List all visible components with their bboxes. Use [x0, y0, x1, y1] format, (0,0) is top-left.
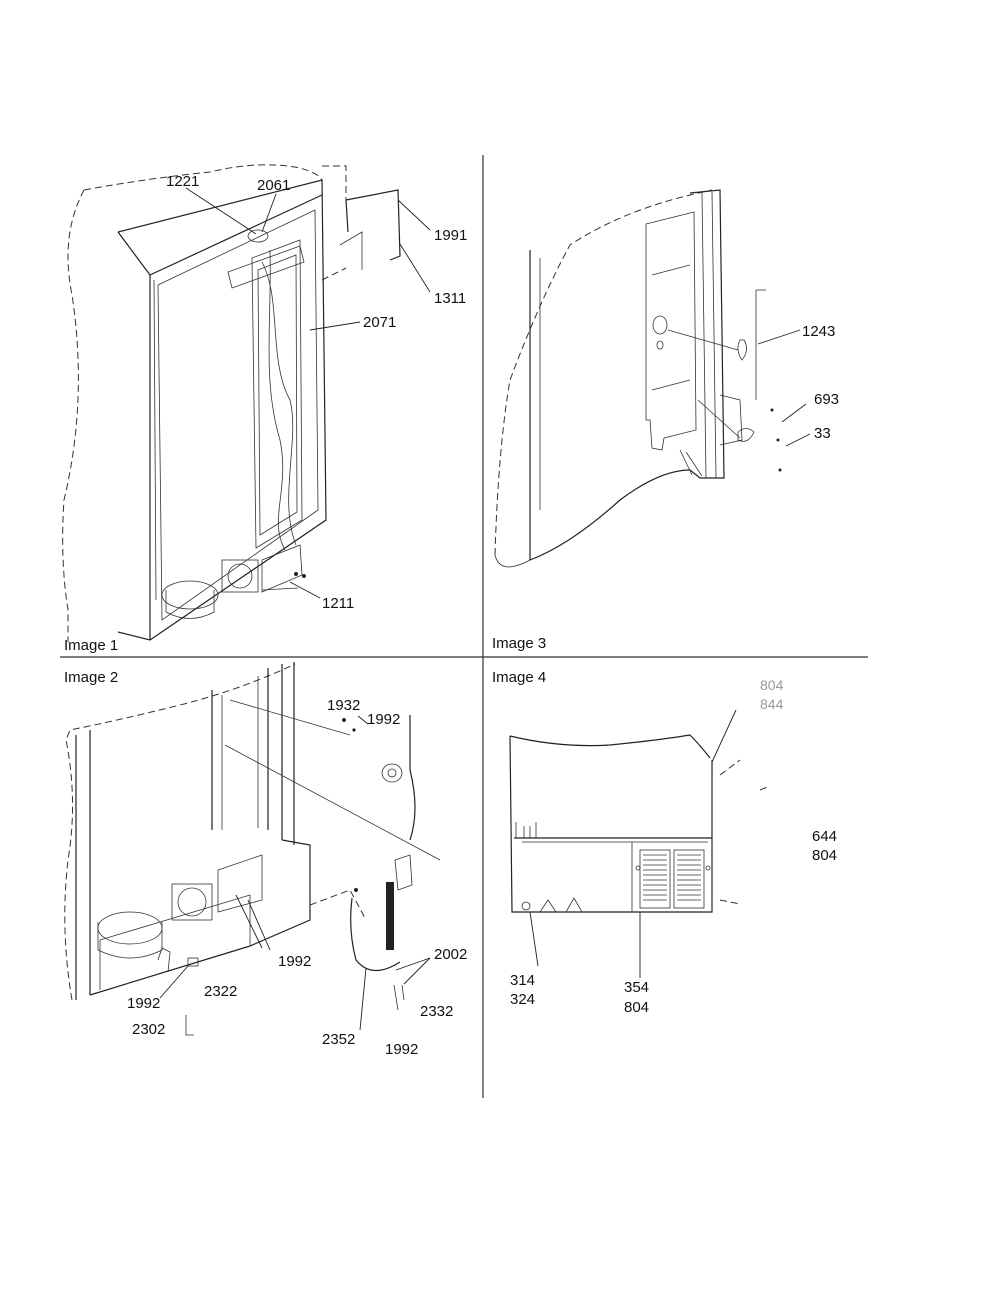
image3-part-label: 1243: [802, 323, 835, 340]
image4-part-label: 354: [624, 979, 649, 996]
image4-part-label: 804: [812, 847, 837, 864]
image2-part-label: 1932: [327, 697, 360, 714]
image1-part-label: 2061: [257, 177, 290, 194]
image2-part-label: 2332: [420, 1003, 453, 1020]
image1-part-label: 1991: [434, 227, 467, 244]
image2-caption: Image 2: [64, 669, 118, 686]
image2-part-label: 1992: [385, 1041, 418, 1058]
image1-part-label: 1311: [434, 290, 466, 307]
image2-part-label: 1992: [367, 711, 400, 728]
image2-part-label: 2322: [204, 983, 237, 1000]
image3-caption: Image 3: [492, 635, 546, 652]
image3-illustration: [494, 189, 811, 568]
image2-part-label: 2002: [434, 946, 467, 963]
image2-part-label: 2352: [322, 1031, 355, 1048]
image1-part-label: 1221: [166, 173, 199, 190]
image1-caption: Image 1: [64, 637, 118, 654]
image2-part-label: 2302: [132, 1021, 165, 1038]
image4-part-label: 804: [624, 999, 649, 1016]
image4-part-label: 844: [760, 696, 784, 712]
image4-part-label: 644: [812, 828, 837, 845]
grille-vents: [643, 854, 701, 901]
image2-part-label: 1992: [278, 953, 311, 970]
image2-part-label: 1992: [127, 995, 160, 1012]
image1-part-label: 1211: [322, 595, 354, 612]
image4-caption: Image 4: [492, 669, 546, 686]
image4-part-label: 324: [510, 991, 535, 1008]
image4-part-label: 314: [510, 972, 535, 989]
image4-illustration: [509, 709, 771, 978]
image1-illustration: [62, 164, 431, 642]
image3-part-label: 33: [814, 425, 831, 442]
image3-part-label: 693: [814, 391, 839, 408]
image2-illustration: [64, 662, 441, 1036]
image1-part-label: 2071: [363, 314, 396, 331]
image4-part-label: 804: [760, 677, 784, 693]
